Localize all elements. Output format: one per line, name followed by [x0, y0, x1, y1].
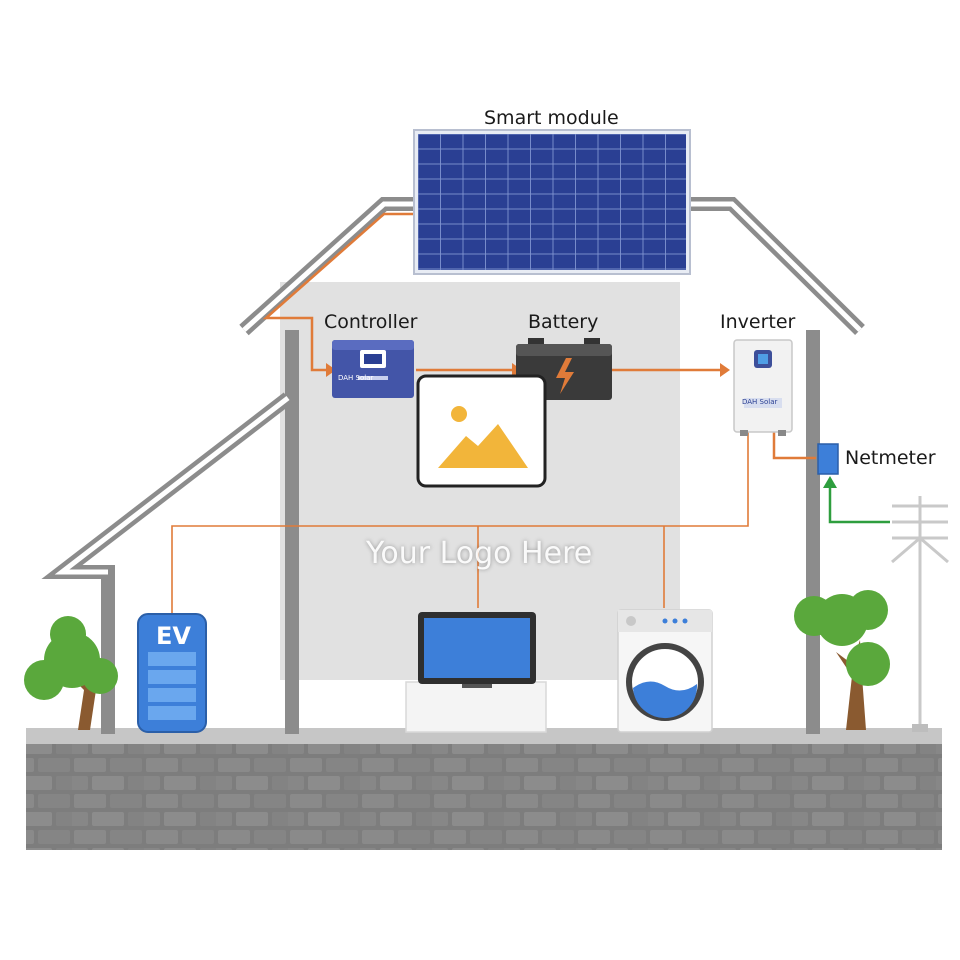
- ground-strip: [26, 728, 942, 744]
- controller-icon: [332, 340, 414, 398]
- netmeter-label: Netmeter: [845, 447, 936, 469]
- grid-arrowhead: [823, 476, 837, 488]
- inverter-icon: [733, 339, 793, 436]
- solar-panel-icon: [413, 129, 691, 275]
- power-pole-icon: [891, 496, 949, 730]
- netmeter-icon: [817, 443, 839, 475]
- controller-label: Controller: [324, 311, 418, 333]
- inverter-brand-text: DAH Solar: [742, 398, 778, 406]
- stone-wall: [26, 742, 942, 850]
- tree-icon: [794, 590, 890, 730]
- dc-wires: [262, 212, 816, 460]
- logo-placeholder-text: Your Logo Here: [366, 536, 593, 571]
- grid-wire: [828, 486, 890, 524]
- inverter-label: Inverter: [720, 311, 796, 333]
- ac-wires: [171, 432, 749, 616]
- pole-base: [912, 724, 928, 732]
- battery-label: Battery: [528, 311, 599, 333]
- controller-brand-text: DAH Solar: [338, 374, 374, 382]
- image-placeholder-icon: [416, 374, 547, 488]
- ev-label: EV: [156, 622, 191, 650]
- ev-charger-icon: [137, 613, 207, 733]
- washing-machine-icon: [617, 609, 713, 733]
- laptop-icon: [405, 612, 547, 733]
- smart-module-label: Smart module: [484, 107, 619, 129]
- tree-icon: [24, 616, 118, 730]
